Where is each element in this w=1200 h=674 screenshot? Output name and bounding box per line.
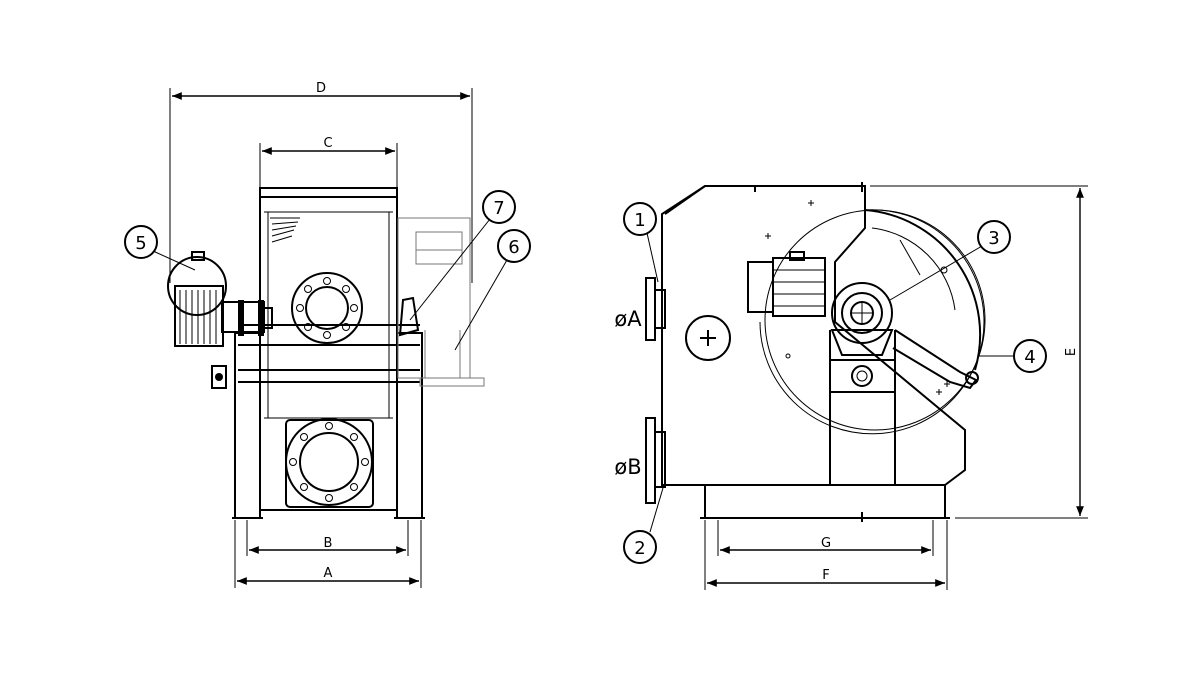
callout-5: 5	[124, 225, 196, 271]
svg-text:6: 6	[508, 237, 519, 258]
dim-label-d: D	[316, 81, 326, 96]
side-housing	[661, 185, 966, 486]
dim-label-a: A	[324, 566, 333, 581]
side-sprocket	[830, 282, 894, 356]
svg-text:1: 1	[634, 210, 645, 231]
side-drum	[764, 209, 986, 431]
front-housing	[259, 187, 398, 511]
side-view	[645, 182, 986, 522]
dim-label-f: F	[822, 568, 829, 583]
callout-4: 4	[978, 339, 1047, 373]
svg-text:2: 2	[634, 538, 645, 559]
front-dimensions: D C B A	[169, 81, 473, 588]
dim-label-diameter-b: øB	[614, 455, 641, 479]
front-bracket	[398, 296, 420, 337]
side-motor	[747, 251, 826, 317]
callout-7: 7	[409, 190, 516, 321]
side-inspection-port	[685, 315, 731, 361]
front-outlet-flange	[285, 418, 374, 508]
dim-label-e: E	[1064, 348, 1079, 356]
svg-text:3: 3	[988, 228, 999, 249]
front-inlet-flange	[291, 272, 363, 344]
svg-text:7: 7	[493, 198, 504, 219]
side-outlet-nozzle	[645, 417, 666, 504]
side-base	[704, 484, 946, 519]
callout-3: 3	[889, 220, 1011, 301]
callout-2: 2	[623, 487, 664, 564]
side-inlet-nozzle	[645, 277, 666, 341]
svg-text:4: 4	[1024, 347, 1035, 368]
front-view	[167, 187, 485, 519]
dim-label-g: G	[821, 536, 831, 551]
front-gearmotor	[397, 217, 485, 387]
dim-label-b: B	[324, 536, 333, 551]
front-leg-left	[234, 332, 261, 519]
dim-label-diameter-a: øA	[614, 307, 642, 331]
front-leg-right	[396, 332, 423, 519]
callout-6: 6	[454, 229, 531, 351]
side-dimensions: E G F øA øB	[614, 185, 1088, 590]
callout-1: 1	[623, 202, 659, 283]
front-drive-motor	[167, 251, 273, 389]
dim-label-c: C	[323, 136, 332, 151]
svg-text:5: 5	[135, 233, 146, 254]
